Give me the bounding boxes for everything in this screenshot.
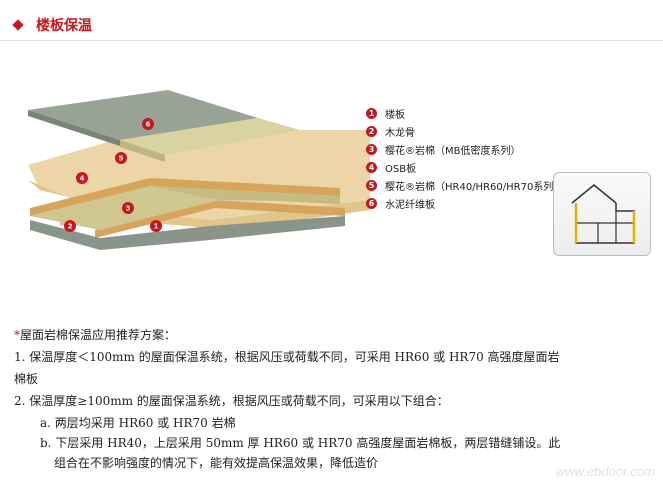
joist-1 (30, 178, 340, 216)
floor-slab (30, 216, 345, 250)
marker-2-icon (64, 220, 76, 232)
legend-number-icon: 5 (366, 180, 377, 191)
marker-3-icon (122, 202, 134, 214)
rockwool-upper (120, 118, 300, 155)
legend-label: 樱花®岩棉（MB低密度系列） (385, 146, 521, 157)
marker-5-icon (115, 152, 127, 164)
header-divider (0, 40, 663, 41)
legend-item: 1 楼板 (366, 106, 405, 121)
note-2: 2. 保温厚度≥100mm 的屋面保温系统，根据风压或荷载不同，可采用以下组合： (14, 394, 449, 408)
marker-6-icon (142, 118, 154, 130)
cement-board-edge (28, 110, 120, 146)
legend-label: OSB板 (385, 164, 417, 175)
legend-number-icon: 3 (366, 144, 377, 155)
marker-4-label: 4 (80, 175, 85, 183)
house-thumbnail (553, 172, 651, 256)
legend-label: 木龙骨 (385, 128, 415, 139)
note-2b-line-2: 组合在不影响强度的情况下，能有效提高保温效果，降低造价 (54, 456, 379, 470)
legend-item: 4 OSB板 (366, 160, 416, 175)
watermark: www.ebdoor.com (555, 464, 655, 479)
joist-2 (95, 200, 345, 238)
legend-label: 楼板 (385, 110, 405, 121)
legend-item: 5 樱花®岩棉（HR40/HR60/HR70系列） (366, 178, 563, 193)
legend-item: 3 樱花®岩棉（MB低密度系列） (366, 142, 521, 157)
rockwool-upper-edge (120, 140, 165, 162)
note-2a: a. 两层均采用 HR60 或 HR70 岩棉 (40, 416, 236, 430)
marker-2-label: 2 (68, 223, 73, 231)
legend-label: 樱花®岩棉（HR40/HR60/HR70系列） (385, 182, 564, 193)
note-1-line-1: 1. 保温厚度＜100mm 的屋面保温系统，根据风压或荷载不同，可采用 HR60… (14, 350, 560, 364)
note-1-line-2: 棉板 (14, 372, 39, 386)
marker-6-label: 6 (146, 121, 151, 129)
marker-3-label: 3 (126, 205, 131, 213)
legend-number-icon: 4 (366, 162, 377, 173)
cement-board-top (28, 90, 258, 140)
legend-item: 2 木龙骨 (366, 124, 415, 139)
floor-insulation-illustration: 6 5 4 3 2 1 (28, 90, 370, 250)
page-title: 楼板保温 (36, 18, 92, 34)
marker-1-icon (150, 220, 162, 232)
legend-number-icon: 1 (366, 108, 377, 119)
legend-number-icon: 2 (366, 126, 377, 137)
osb-board-shade (28, 180, 370, 230)
legend-item: 6 水泥纤维板 (366, 196, 435, 211)
note-2b-line-1: b. 下层采用 HR40，上层采用 50mm 厚 HR60 或 HR70 高强度… (40, 436, 561, 450)
marker-1-label: 1 (154, 223, 159, 231)
legend-number-icon: 6 (366, 198, 377, 209)
section-header: 楼板保温 (12, 14, 92, 36)
rockwool-lower-2 (150, 186, 340, 202)
diamond-bullet-icon (12, 19, 24, 31)
heading-star: * (14, 328, 20, 342)
marker-4-icon (76, 172, 88, 184)
legend-label: 水泥纤维板 (385, 200, 435, 211)
marker-5-label: 5 (119, 155, 124, 163)
heading-text: 屋面岩棉保温应用推荐方案： (20, 328, 177, 342)
house-icon (571, 184, 636, 244)
notes-heading: *屋面岩棉保温应用推荐方案： (14, 326, 176, 343)
